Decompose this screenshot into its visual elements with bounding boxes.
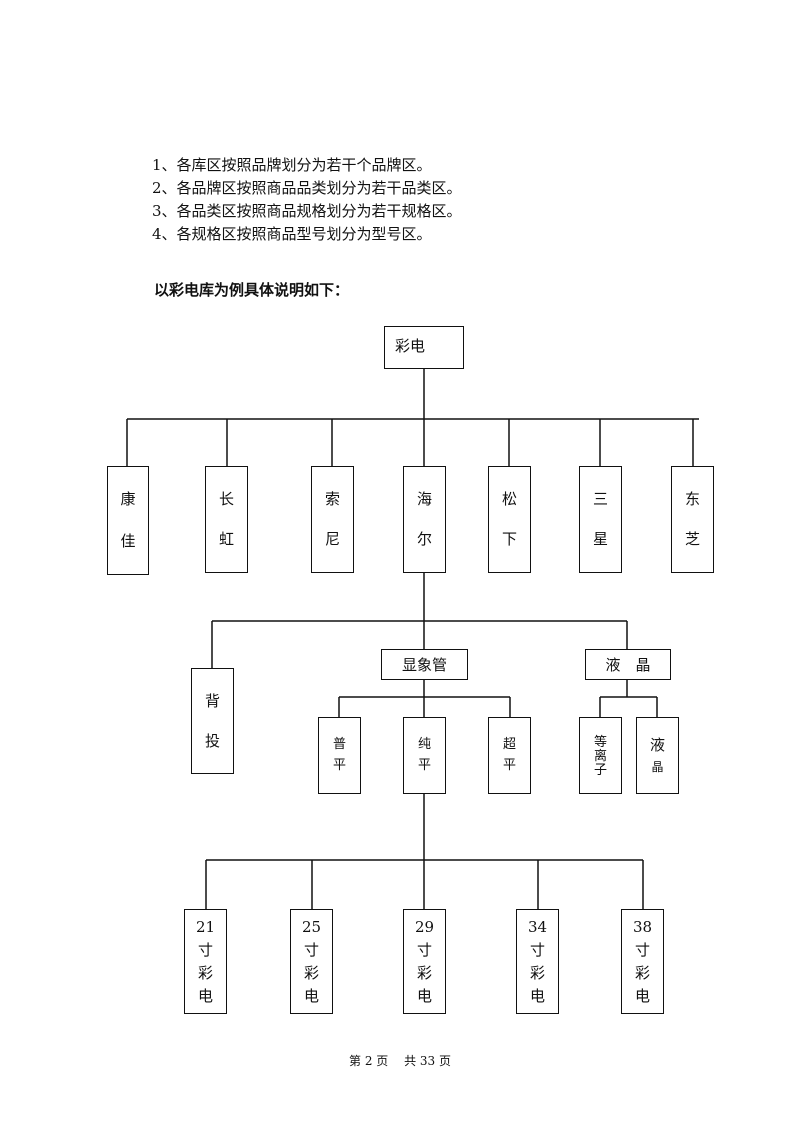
size-text: 25 (301, 918, 322, 936)
brand-char: 松 (501, 489, 517, 508)
brand-node-sony: 索 尼 (311, 466, 354, 573)
brand-node-konka: 康 佳 (107, 466, 149, 575)
category-label: 液 晶 (605, 656, 651, 674)
page-footer: 第 2 页 共 33 页 (0, 1052, 800, 1069)
type-char: 平 (502, 758, 516, 773)
size-text: 彩 (416, 964, 432, 982)
size-text: 21 (195, 918, 216, 936)
category-char: 投 (204, 731, 220, 750)
size-text: 电 (634, 987, 650, 1005)
brand-char: 尔 (416, 530, 432, 549)
root-node-label: 彩电 (395, 337, 426, 355)
type-char: 纯 (417, 737, 431, 752)
intro-item-4: 4、各规格区按照商品型号划分为型号区。 (152, 225, 432, 243)
size-text: 电 (416, 987, 432, 1005)
category-label: 显象管 (401, 656, 447, 674)
lcd-type-node-plasma: 等 离 子 (579, 717, 622, 794)
size-node-38: 38 寸 彩 电 (621, 909, 664, 1014)
brand-char: 芝 (684, 530, 700, 549)
size-node-29: 29 寸 彩 电 (403, 909, 446, 1014)
page-total: 共 33 页 (404, 1054, 451, 1068)
brand-char: 海 (416, 489, 432, 508)
category-node-crt: 显象管 (381, 649, 468, 680)
type-char: 液 (649, 736, 665, 754)
brand-char: 佳 (120, 531, 136, 550)
category-node-lcd: 液 晶 (585, 649, 671, 680)
brand-char: 虹 (218, 530, 234, 549)
lcd-type-node-lcd: 液 晶 (636, 717, 679, 794)
type-char: 子 (593, 763, 607, 778)
brand-node-toshiba: 东 芝 (671, 466, 714, 573)
size-text: 34 (527, 918, 548, 936)
brand-char: 下 (501, 530, 517, 549)
crt-type-node-normal-flat: 普 平 (318, 717, 361, 794)
size-text: 彩 (303, 964, 319, 982)
category-node-rear-projection: 背 投 (191, 668, 234, 774)
brand-char: 康 (120, 490, 136, 509)
size-node-34: 34 寸 彩 电 (516, 909, 559, 1014)
type-char: 等 (593, 735, 607, 750)
root-node-color-tv: 彩电 (384, 326, 464, 369)
type-char: 普 (332, 737, 346, 752)
intro-list: 1、各库区按照品牌划分为若干个品牌区。 2、各品牌区按照商品品类划分为若干品类区… (152, 154, 462, 246)
size-text: 寸 (634, 941, 650, 959)
brand-node-changhong: 长 虹 (205, 466, 248, 573)
brand-char: 三 (592, 489, 608, 508)
brand-char: 东 (684, 489, 700, 508)
type-char: 离 (593, 749, 607, 764)
brand-node-samsung: 三 星 (579, 466, 622, 573)
brand-node-haier: 海 尔 (403, 466, 446, 573)
size-text: 29 (414, 918, 435, 936)
crt-type-node-super-flat: 超 平 (488, 717, 531, 794)
size-text: 电 (303, 987, 319, 1005)
intro-item-2: 2、各品牌区按照商品品类划分为若干品类区。 (152, 179, 462, 197)
crt-type-node-pure-flat: 纯 平 (403, 717, 446, 794)
size-text: 电 (197, 987, 213, 1005)
brand-char: 索 (324, 489, 340, 508)
page-number: 第 2 页 (349, 1054, 389, 1068)
brand-char: 星 (592, 530, 608, 549)
size-text: 彩 (634, 964, 650, 982)
size-text: 彩 (529, 964, 545, 982)
type-char: 晶 (651, 760, 664, 774)
size-node-21: 21 寸 彩 电 (184, 909, 227, 1014)
size-text: 38 (632, 918, 653, 936)
size-text: 寸 (197, 941, 213, 959)
type-char: 超 (502, 737, 516, 752)
size-text: 电 (529, 987, 545, 1005)
brand-char: 长 (218, 489, 234, 508)
size-text: 寸 (529, 941, 545, 959)
intro-item-3: 3、各品类区按照商品规格划分为若干规格区。 (152, 202, 462, 220)
category-char: 背 (204, 691, 220, 710)
size-text: 彩 (197, 964, 213, 982)
type-char: 平 (332, 758, 346, 773)
type-char: 平 (417, 758, 431, 773)
intro-item-1: 1、各库区按照品牌划分为若干个品牌区。 (152, 156, 432, 174)
size-text: 寸 (303, 941, 319, 959)
size-text: 寸 (416, 941, 432, 959)
size-node-25: 25 寸 彩 电 (290, 909, 333, 1014)
brand-node-panasonic: 松 下 (488, 466, 531, 573)
brand-char: 尼 (324, 530, 340, 549)
section-heading: 以彩电库为例具体说明如下： (154, 281, 350, 299)
